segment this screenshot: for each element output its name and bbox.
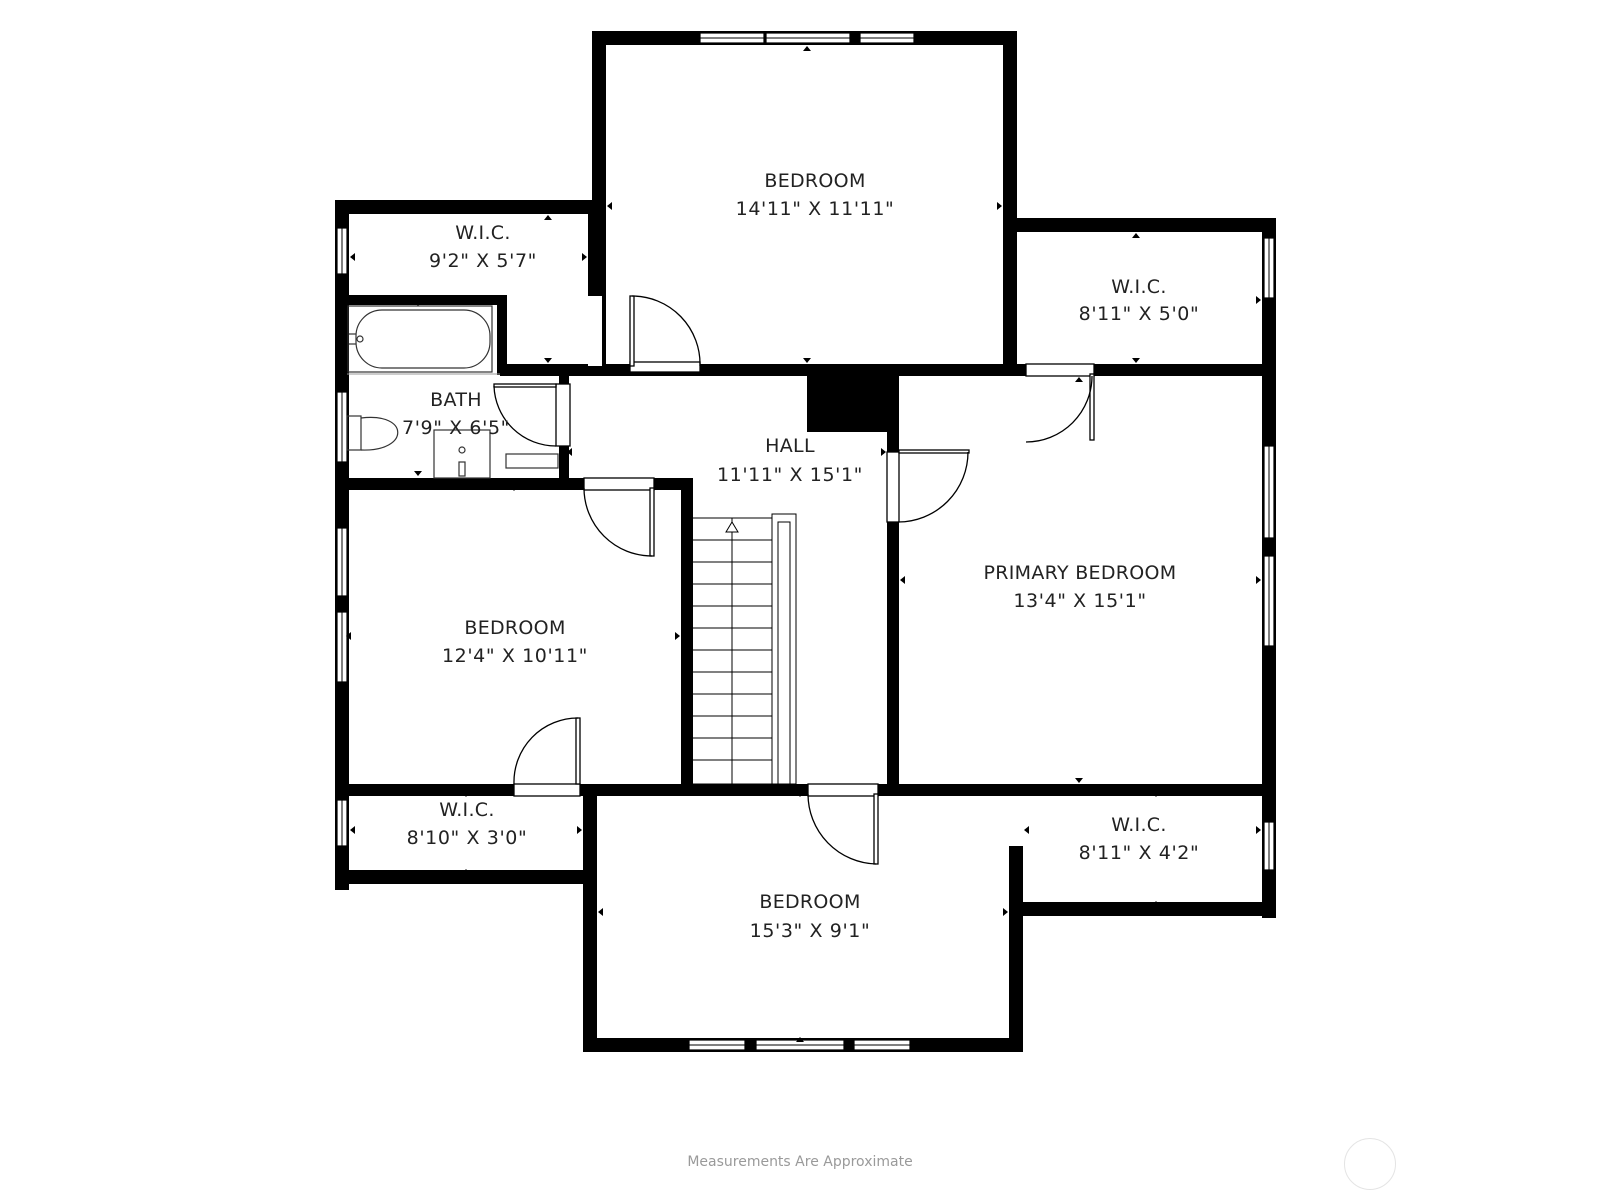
room-hall: HALL 11'11" X 15'1" bbox=[717, 435, 863, 486]
compass-icon bbox=[1344, 1138, 1396, 1190]
room-primary-bedroom: PRIMARY BEDROOM 13'4" X 15'1" bbox=[984, 562, 1177, 612]
room-name: HALL bbox=[765, 435, 815, 457]
door-south-bedroom bbox=[807, 783, 879, 865]
room-dimensions: 12'4" X 10'11" bbox=[442, 645, 588, 667]
room-dimensions: 15'3" X 9'1" bbox=[750, 920, 871, 942]
staircase bbox=[691, 513, 797, 785]
room-wic-southeast: W.I.C. 8'11" X 4'2" bbox=[1079, 814, 1200, 864]
door-bedroom-west-closet bbox=[513, 717, 581, 797]
room-dimensions: 11'11" X 15'1" bbox=[717, 464, 863, 486]
room-dimensions: 9'2" X 5'7" bbox=[429, 250, 537, 272]
room-name: BEDROOM bbox=[464, 617, 565, 639]
room-dimensions: 7'9" X 6'5" bbox=[402, 417, 510, 439]
room-name: W.I.C. bbox=[455, 222, 510, 244]
bathtub-icon bbox=[347, 305, 493, 373]
room-name: BEDROOM bbox=[759, 891, 860, 913]
room-name: W.I.C. bbox=[1111, 814, 1166, 836]
room-name: BEDROOM bbox=[764, 170, 865, 192]
room-wic-northwest: W.I.C. 9'2" X 5'7" bbox=[429, 222, 537, 272]
room-wic-northeast: W.I.C. 8'11" X 5'0" bbox=[1079, 276, 1200, 325]
wall-openings bbox=[588, 296, 1023, 846]
room-name: W.I.C. bbox=[439, 799, 494, 821]
room-name: BATH bbox=[430, 389, 482, 411]
room-dimensions: 8'10" X 3'0" bbox=[407, 827, 528, 849]
sink-icon bbox=[433, 429, 491, 479]
toilet-icon bbox=[346, 415, 362, 451]
room-dimensions: 8'11" X 4'2" bbox=[1079, 842, 1200, 864]
room-bedroom-west: BEDROOM 12'4" X 10'11" bbox=[442, 617, 588, 667]
room-bedroom-south: BEDROOM 15'3" X 9'1" bbox=[750, 891, 871, 942]
room-name: W.I.C. bbox=[1111, 276, 1166, 298]
room-name: PRIMARY BEDROOM bbox=[984, 562, 1177, 584]
room-dimensions: 8'11" X 5'0" bbox=[1079, 303, 1200, 325]
room-dimensions: 14'11" X 11'11" bbox=[736, 198, 895, 220]
door-primary-closet bbox=[1025, 363, 1095, 443]
measurement-disclaimer: Measurements Are Approximate bbox=[687, 1154, 913, 1170]
room-dimensions: 13'4" X 15'1" bbox=[1013, 590, 1146, 612]
doors bbox=[493, 295, 1095, 865]
door-bedroom-west-top bbox=[583, 477, 655, 557]
door-bath bbox=[493, 383, 571, 447]
room-bedroom-north: BEDROOM 14'11" X 11'11" bbox=[736, 170, 895, 220]
vanity-counter-icon bbox=[505, 453, 559, 469]
window-sills bbox=[341, 37, 1270, 1046]
door-primary-bedroom bbox=[886, 449, 970, 523]
room-bath: BATH 7'9" X 6'5" bbox=[402, 389, 510, 439]
bath-fixtures bbox=[346, 305, 559, 479]
door-north-bedroom bbox=[629, 295, 701, 373]
stair-up-arrow-icon bbox=[725, 521, 739, 533]
dimension-markers bbox=[346, 46, 1261, 1042]
room-wic-southwest: W.I.C. 8'10" X 3'0" bbox=[407, 799, 528, 849]
